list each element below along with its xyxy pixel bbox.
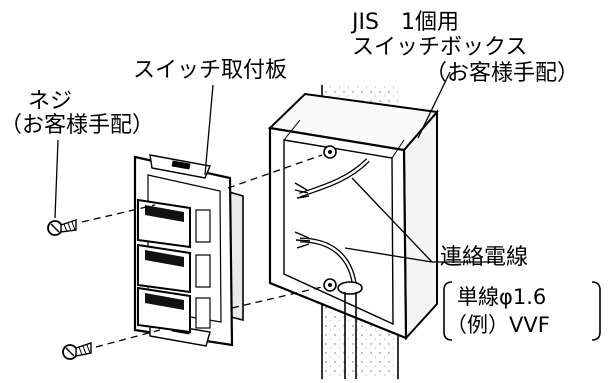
leader-lines (54, 71, 500, 263)
mounting-plate-label: スイッチ取付板 (133, 58, 288, 83)
connecting-wires (294, 158, 370, 379)
jis-box-label-line2: スイッチボックス (352, 35, 528, 60)
screw-lower (62, 342, 92, 360)
screw-upper (47, 219, 77, 236)
box-supplied-note: （お客様手配） (425, 61, 580, 86)
rocker-switch-2 (137, 243, 211, 294)
rocker-switch-1 (137, 198, 211, 249)
jis-box-label-line1: JIS 1個用 (352, 10, 459, 35)
screw-label: ネジ (28, 89, 73, 114)
rocker-switch-3 (137, 286, 211, 334)
wire-spec-line2: （例）VVF (446, 313, 550, 337)
connecting-wire-label: 連絡電線 (440, 245, 529, 270)
alignment-lines (81, 154, 323, 348)
wire-spec-line1: 単線φ1.6 (457, 285, 547, 309)
switch-mounting-plate (133, 154, 244, 347)
switch-box (267, 92, 439, 341)
spec-bracket (443, 281, 601, 341)
screw-supplied-note: （お客様手配） (0, 113, 155, 138)
